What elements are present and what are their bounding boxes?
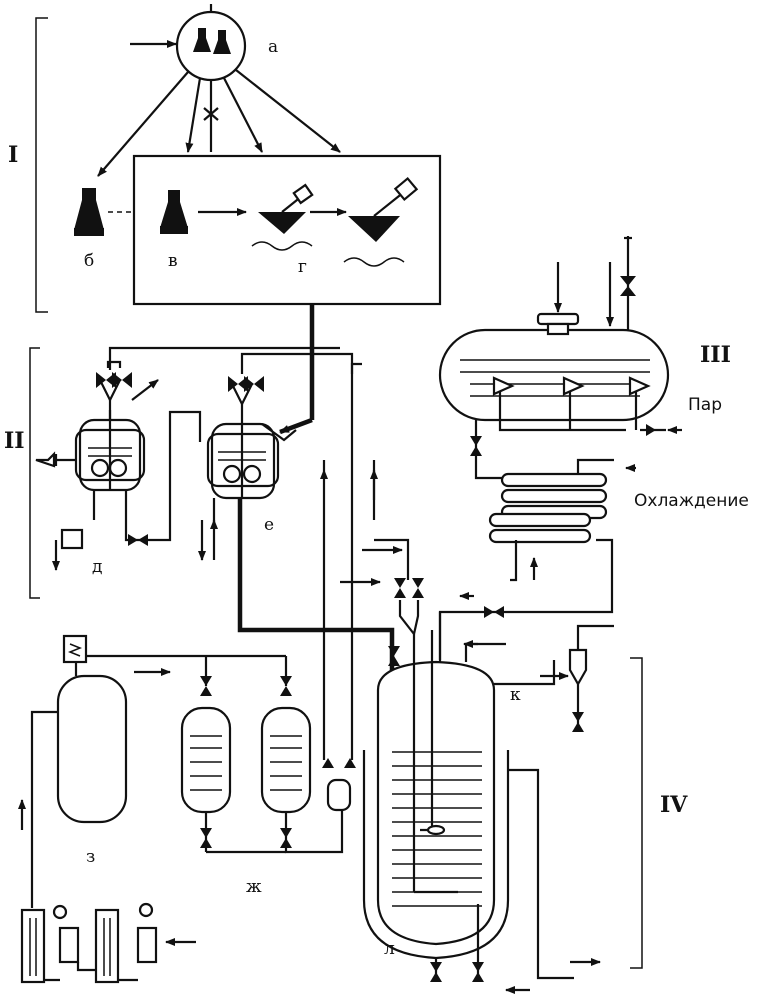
flask-source-vessel — [130, 4, 247, 82]
distribution-arrows — [97, 69, 341, 177]
flask-b — [74, 188, 104, 236]
seed-fermenter-d — [35, 346, 340, 492]
air-filter-1 — [180, 676, 232, 852]
label-zh: ж — [246, 877, 262, 897]
air-filter-2 — [260, 676, 344, 854]
tank-outlet-valve — [470, 420, 506, 480]
vertical-feeds — [324, 362, 410, 760]
cooling-label: Охлаждение — [634, 491, 749, 511]
label-g: г — [298, 257, 307, 277]
valves-d — [96, 360, 132, 388]
air-compressor-group — [18, 710, 196, 984]
flask-v — [160, 190, 188, 234]
stage-label-3: III — [700, 342, 731, 368]
stage-label-4: IV — [660, 792, 688, 818]
seed-bottom-e — [202, 498, 395, 680]
label-d: д — [92, 557, 102, 577]
steam-inlet — [640, 424, 682, 436]
label-e: е — [264, 515, 274, 535]
separator-k — [494, 624, 614, 732]
main-inlet-valves — [340, 546, 424, 666]
shaker-flask-2 — [343, 176, 419, 267]
shaker-flask-1 — [251, 183, 314, 251]
air-distribution-cup — [322, 758, 356, 812]
pipe-box-to-tanks — [279, 304, 315, 435]
label-l: л — [384, 939, 395, 959]
label-a: а — [268, 37, 278, 57]
label-k: к — [510, 685, 521, 705]
seed-bottom-d — [52, 410, 202, 571]
steam-label: Пар — [688, 395, 722, 415]
seed-fermenter-e — [206, 352, 354, 500]
label-v: в — [168, 251, 178, 271]
stage-label-2: II — [4, 428, 25, 454]
stage-label-1: I — [8, 142, 18, 168]
heat-exchanger — [488, 458, 636, 614]
medium-tank — [438, 236, 670, 432]
air-receiver-z — [56, 634, 288, 824]
label-b: б — [84, 251, 94, 271]
stage-brackets — [29, 17, 643, 969]
main-fermenter-l — [362, 612, 601, 994]
label-z: з — [86, 847, 95, 867]
